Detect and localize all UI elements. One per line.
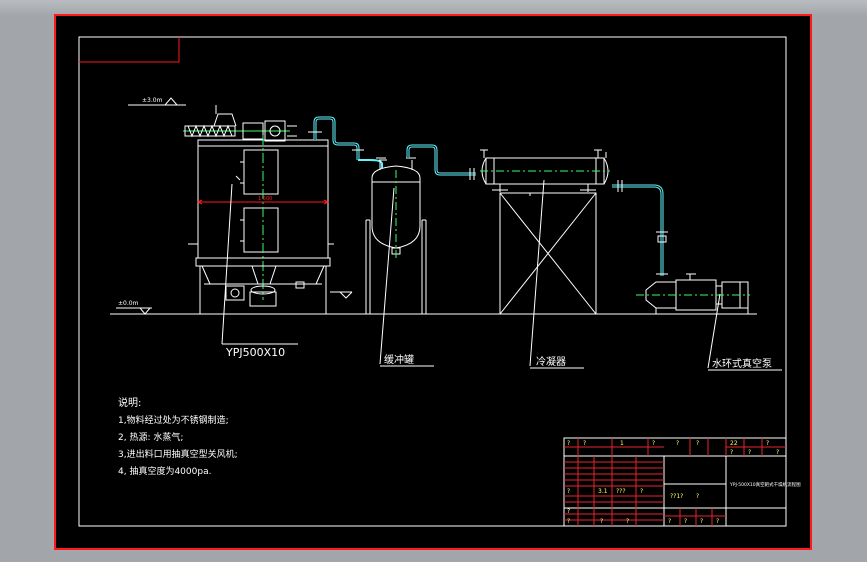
tb-cell-20: ? — [600, 518, 603, 525]
condenser-label: 冷凝器 — [536, 355, 566, 368]
pipe-condenser-to-pump — [612, 180, 668, 276]
reference-corner-box — [79, 37, 180, 63]
note-2: 2, 热源: 水蒸气; — [118, 431, 183, 443]
outer-border — [54, 14, 812, 550]
tb-cell-11: ? — [776, 449, 779, 456]
note-1: 1,物料经过处为不锈钢制造; — [118, 414, 229, 426]
tb-cell-14: ??? — [616, 488, 626, 495]
tb-cell-19: ? — [567, 518, 570, 525]
title-block: ? ? 1 ? ? ? 22 ? ? ? ? ? 3.1 ??? ? ??1? … — [563, 437, 801, 527]
tb-cell-24: ? — [700, 518, 703, 525]
vapor-pipe-dryer-to-buffer — [308, 116, 387, 168]
elevation-top-mark: ±3.0m — [128, 97, 186, 106]
pump-leader-line — [707, 293, 721, 369]
vacuum-rake-dryer: 1 500 — [183, 105, 353, 314]
tb-cell-7: 22 — [730, 440, 738, 447]
buffer-tank — [365, 157, 427, 314]
note-3: 3,进出料口用抽真空型关风机; — [118, 448, 238, 460]
tb-cell-1: ? — [567, 440, 570, 447]
drawing-title: YPJ-500X10真空耙式干燥机流程图 — [729, 481, 801, 488]
tb-cell-2: ? — [583, 440, 586, 447]
inner-border — [78, 36, 787, 527]
tb-cell-17: ? — [696, 493, 699, 500]
tb-cell-4: ? — [652, 440, 655, 447]
tb-cell-13: 3.1 — [598, 488, 608, 495]
buffer-tank-label: 缓冲罐 — [384, 353, 414, 366]
dryer-dimension-label: 1 500 — [258, 196, 272, 202]
tb-cell-6: ? — [696, 440, 699, 447]
vacuum-pump-label: 水环式真空泵 — [712, 357, 772, 370]
condenser — [480, 149, 610, 315]
tb-cell-23: ? — [684, 518, 687, 525]
tb-cell-25: ? — [716, 518, 719, 525]
elev-top-label: ±3.0m — [142, 97, 163, 104]
tb-cell-8: ? — [766, 440, 769, 447]
dryer-leader-line — [221, 183, 233, 345]
tb-cell-3: 1 — [620, 440, 624, 447]
elevation-ground-mark: ±0.0m — [116, 300, 152, 315]
tb-cell-15: ? — [640, 488, 643, 495]
tb-cell-10: ? — [748, 449, 751, 456]
notes-title: 说明: — [118, 396, 141, 409]
condenser-leader-line — [529, 179, 545, 367]
tb-cell-9: ? — [730, 449, 733, 456]
tb-cell-5: ? — [676, 440, 679, 447]
vapor-pipe-buffer-to-condenser — [406, 144, 476, 180]
tb-cell-22: ? — [668, 518, 671, 525]
elev-ground-label: ±0.0m — [118, 300, 139, 307]
notes: 说明: 1,物料经过处为不锈钢制造; 2, 热源: 水蒸气; 3,进出料口用抽真… — [118, 396, 238, 477]
dryer-model-label: YPJ500X10 — [225, 346, 285, 359]
buffer-leader-line — [379, 187, 395, 365]
water-ring-vacuum-pump — [636, 273, 750, 314]
tb-cell-12: ? — [567, 488, 570, 495]
tb-cell-18: ? — [567, 508, 570, 515]
tb-cell-16: ??1? — [670, 493, 683, 500]
tb-cell-21: ? — [626, 518, 629, 525]
note-4: 4, 抽真空度为4000pa. — [118, 465, 211, 477]
